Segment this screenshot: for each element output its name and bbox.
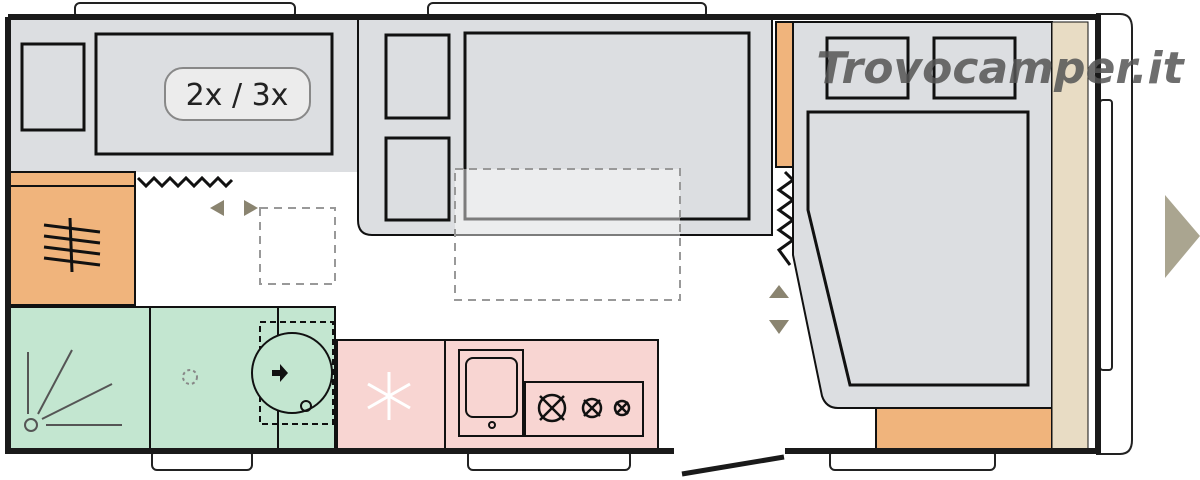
sleeping-capacity-badge	[164, 67, 311, 121]
arrow-left-icon	[210, 200, 224, 216]
arrow-down-icon	[769, 320, 789, 334]
pillow	[20, 42, 86, 132]
toilet-icon	[251, 332, 333, 414]
watermark: Trovocamper.it	[816, 43, 1185, 94]
shower	[7, 306, 151, 451]
pillow	[825, 36, 910, 100]
arrow-up-icon	[769, 285, 789, 298]
shower-icon	[24, 349, 122, 432]
rear-window	[1099, 99, 1113, 371]
partition-cabinet	[775, 21, 794, 168]
burner-icons	[537, 393, 631, 423]
drain-icon	[488, 421, 496, 429]
bedside-cabinet	[875, 407, 1053, 451]
outer-walls	[5, 14, 1101, 454]
arrow-right-icon	[272, 364, 288, 382]
pillow	[384, 33, 451, 120]
sleeping-capacity-label: 2x / 3x	[186, 78, 289, 113]
arrow-right-icon	[244, 200, 258, 216]
skylight-large	[454, 168, 681, 301]
hanger-icon	[43, 217, 101, 273]
snowflake-icon	[367, 372, 411, 420]
direction-arrow-icon	[1165, 195, 1200, 278]
double-bed-mattress	[806, 110, 1030, 387]
sofa-mattress	[463, 31, 751, 221]
folding-door-icon	[776, 170, 796, 266]
skylight-small	[259, 207, 336, 285]
pillow	[384, 136, 451, 222]
curtain-icon	[136, 175, 234, 189]
pillow	[932, 36, 1017, 100]
entry-door[interactable]	[681, 454, 785, 477]
rear-shelf	[1051, 21, 1089, 451]
drain-icon	[182, 369, 198, 385]
